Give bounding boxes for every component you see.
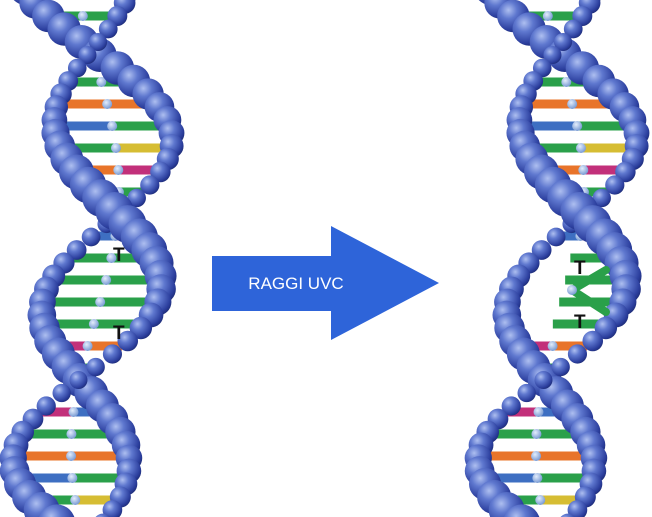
rung-joint	[107, 121, 118, 131]
rung-joint	[88, 319, 99, 329]
rung-joint	[82, 341, 93, 351]
dimer-joint	[567, 285, 577, 295]
backbone-sphere	[534, 370, 553, 390]
rung-joint	[96, 77, 107, 87]
backbone-sphere	[551, 357, 570, 377]
rung-joint	[113, 165, 124, 175]
rung-joint	[101, 275, 112, 285]
backbone-strand-back	[13, 0, 185, 517]
backbone-sphere	[95, 513, 110, 517]
backbone-sphere	[117, 330, 139, 352]
rung-joint	[531, 429, 542, 439]
rung-joint	[532, 473, 543, 483]
backbone-sphere	[39, 504, 75, 517]
backbone-sphere	[52, 383, 71, 403]
rung-joint	[106, 253, 117, 263]
backbone-sphere	[66, 240, 87, 260]
rung-joint	[531, 451, 542, 461]
backbone-sphere	[102, 500, 123, 517]
backbone-strand-back	[478, 0, 650, 517]
backbone-sphere	[605, 175, 625, 195]
backbone-sphere	[88, 32, 108, 52]
rung-joint	[561, 77, 572, 87]
rung-joint	[533, 407, 544, 417]
rung-joint	[542, 11, 553, 21]
backbone-sphere	[129, 316, 153, 340]
rung-joint	[572, 121, 583, 131]
backbone-sphere	[592, 188, 611, 208]
backbone-sphere	[81, 227, 101, 247]
rung-joint	[67, 473, 78, 483]
rung-joint	[102, 99, 113, 109]
thymine-label-upper: T	[113, 245, 125, 266]
backbone-sphere	[553, 32, 573, 52]
backbone-sphere	[78, 45, 97, 65]
backbone-sphere	[546, 227, 566, 247]
backbone-sphere	[127, 188, 146, 208]
arrow-shape	[212, 226, 439, 340]
backbone-sphere	[594, 316, 618, 340]
rung-joint	[575, 143, 586, 153]
rung-joint	[66, 451, 77, 461]
rung-joint	[68, 407, 79, 417]
thymine-label-upper: T	[574, 258, 586, 279]
backbone-sphere	[504, 504, 540, 517]
dna-helix-normal: T T	[0, 0, 185, 517]
rung-joint	[547, 341, 558, 351]
backbone-sphere	[102, 344, 123, 364]
backbone-sphere	[563, 19, 583, 39]
rung-joint	[535, 495, 546, 505]
backbone-strand-front	[0, 0, 177, 517]
backbone-sphere	[543, 45, 562, 65]
backbone-sphere	[86, 357, 105, 377]
backbone-sphere	[36, 396, 56, 416]
thymine-label-lower: T	[574, 312, 586, 333]
backbone-sphere	[69, 370, 88, 390]
thymine-label-lower: T	[113, 323, 125, 344]
rung-joint	[66, 429, 77, 439]
uv-arrow: RAGGI UVC	[212, 226, 439, 340]
backbone-sphere	[582, 330, 604, 352]
rung-joint	[77, 11, 88, 21]
arrow-label: RAGGI UVC	[248, 274, 343, 293]
backbone-sphere	[98, 19, 118, 39]
backbone-sphere	[517, 383, 536, 403]
dimer-bond-upper	[568, 266, 610, 294]
dimer-bond-lower	[568, 286, 610, 316]
rung-joint	[110, 143, 121, 153]
rung-joint	[95, 297, 106, 307]
backbone-strand-front	[464, 0, 642, 517]
rung-joint	[70, 495, 81, 505]
thymine-dimer-bond	[567, 266, 610, 316]
rung-joint	[578, 165, 589, 175]
backbone-sphere	[501, 396, 521, 416]
backbone-sphere	[560, 513, 575, 517]
backbone-sphere	[567, 500, 588, 517]
rung-joint	[567, 99, 578, 109]
backbone-sphere	[567, 344, 588, 364]
backbone-sphere	[531, 240, 552, 260]
dna-helix-thymine-dimer: T T	[464, 0, 650, 517]
backbone-sphere	[140, 175, 160, 195]
